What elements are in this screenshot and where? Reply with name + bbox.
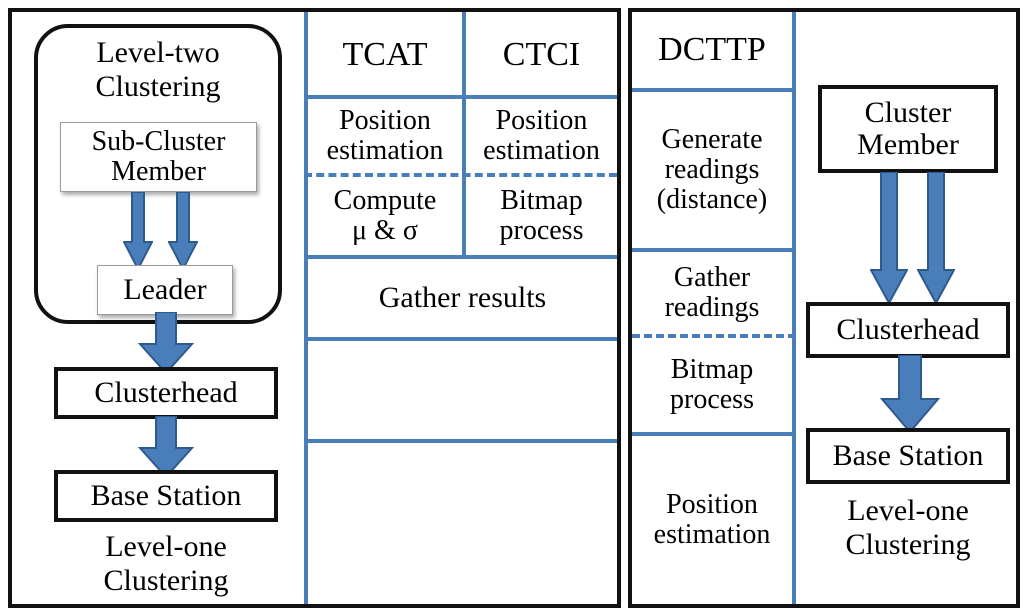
tcat-r1-line2: estimation <box>326 135 444 166</box>
tcat-r1-line1: Position <box>339 104 431 136</box>
table-left-rule <box>304 12 308 604</box>
sub-cluster-member-box[interactable]: Sub-Cluster Member <box>60 122 257 192</box>
level-one-label-line1: Level-one <box>105 530 227 563</box>
ctci-r1-line1: Position <box>495 104 588 136</box>
generate-readings-line2: readings <box>664 153 760 185</box>
cell-tcat-position-estimation: Position estimation <box>308 99 462 173</box>
arrow-member-to-leader-right <box>168 192 198 270</box>
leader-box[interactable]: Leader <box>97 265 233 315</box>
dcttp-rule-after-bitmap <box>632 432 796 436</box>
table-rule-header-bottom <box>304 95 617 99</box>
right-level-one-clustering-label: Level-one Clustering <box>802 494 1014 561</box>
bitmap-process-line2: process <box>670 384 754 415</box>
table-rule-dashed-mid <box>304 173 617 177</box>
dcttp-position-estimation-cell: Position estimation <box>632 436 792 604</box>
protocol-comparison-table: TCAT CTCI Position estimation Position e… <box>304 12 617 604</box>
level-two-label-line2: Clustering <box>95 69 221 103</box>
clusterhead-label: Clusterhead <box>94 376 238 410</box>
table-rule-above-gather <box>304 255 617 259</box>
ctci-r1-line2: estimation <box>483 135 600 166</box>
cell-empty-2 <box>308 443 617 604</box>
table-rule-empty-row <box>304 439 617 443</box>
arrow-member-to-leader-left <box>123 192 153 270</box>
right-clusterhead-box[interactable]: Clusterhead <box>806 302 1010 358</box>
base-station-label: Base Station <box>90 479 242 513</box>
level-two-clustering-label: Level-two Clustering <box>44 36 272 103</box>
cell-empty-1 <box>308 341 617 439</box>
cell-gather-results: Gather results <box>308 259 617 337</box>
ctci-r2-line1: Bitmap <box>500 184 583 216</box>
right-level-one-line1: Level-one <box>847 494 969 527</box>
right-level-one-line2: Clustering <box>845 527 971 561</box>
dcttp-column: DCTTP Generate readings (distance) Gathe… <box>632 12 796 604</box>
arrow-clusterhead-to-base-station <box>138 416 194 478</box>
arrow-member-to-clusterhead-right <box>917 172 955 304</box>
dcttp-right-rule <box>792 12 796 604</box>
table-header-ctci: CTCI <box>466 16 617 95</box>
right-panel: DCTTP Generate readings (distance) Gathe… <box>628 8 1020 608</box>
bitmap-process-line1: Bitmap <box>670 353 754 385</box>
right-base-station-box[interactable]: Base Station <box>806 428 1010 484</box>
ctci-r2-line2: process <box>499 215 584 246</box>
leader-label: Leader <box>123 273 207 307</box>
arrow-member-to-clusterhead-left <box>870 172 908 304</box>
sub-cluster-member-line2: Member <box>111 156 206 187</box>
table-header-tcat: TCAT <box>308 16 462 95</box>
generate-readings-line1: Generate <box>661 123 763 155</box>
cluster-member-box[interactable]: Cluster Member <box>818 85 998 173</box>
position-estimation-line2: estimation <box>653 519 771 550</box>
arrow-right-clusterhead-to-base-station <box>880 355 940 433</box>
cluster-member-line2: Member <box>857 128 959 161</box>
right-base-station-label: Base Station <box>832 439 984 473</box>
arrow-leader-to-clusterhead <box>138 312 194 374</box>
base-station-box[interactable]: Base Station <box>54 470 278 522</box>
right-clusterhead-label: Clusterhead <box>836 313 980 347</box>
cell-ctci-position-estimation: Position estimation <box>466 99 617 173</box>
level-one-label-line2: Clustering <box>103 563 229 597</box>
dcttp-generate-readings-cell: Generate readings (distance) <box>632 92 792 248</box>
tcat-header-label: TCAT <box>342 36 428 74</box>
level-one-clustering-label: Level-one Clustering <box>44 530 288 597</box>
left-panel: Level-two Clustering Sub-Cluster Member <box>8 8 621 608</box>
clusterhead-box[interactable]: Clusterhead <box>54 367 278 419</box>
cell-tcat-compute: Compute μ & σ <box>308 177 462 255</box>
right-flow-column: Cluster Member Clusterhead <box>796 12 1016 604</box>
dcttp-header-label: DCTTP <box>658 30 766 68</box>
sub-cluster-member-line1: Sub-Cluster <box>91 126 226 158</box>
dcttp-rule-after-generate <box>632 248 796 252</box>
dcttp-rule-header-bottom <box>632 88 796 92</box>
cell-ctci-bitmap-process: Bitmap process <box>466 177 617 255</box>
dcttp-rule-dashed <box>632 334 796 338</box>
left-flow-column: Level-two Clustering Sub-Cluster Member <box>12 12 304 604</box>
cluster-member-line1: Cluster <box>864 96 952 130</box>
gather-results-label: Gather results <box>378 280 547 314</box>
gather-readings-line2: readings <box>664 292 760 323</box>
table-column-separator <box>462 12 466 257</box>
position-estimation-line1: Position <box>666 488 758 520</box>
generate-readings-line3: (distance) <box>656 184 768 216</box>
dcttp-header: DCTTP <box>632 12 792 88</box>
level-two-label-line1: Level-two <box>96 36 220 69</box>
tcat-r2-line1: Compute <box>333 184 437 216</box>
tcat-r2-line2: μ & σ <box>352 215 418 246</box>
ctci-header-label: CTCI <box>502 36 581 74</box>
dcttp-gather-readings-cell: Gather readings <box>632 252 792 334</box>
table-rule-below-gather <box>304 337 617 341</box>
dcttp-bitmap-process-cell: Bitmap process <box>632 338 792 432</box>
gather-readings-line1: Gather <box>673 261 751 293</box>
